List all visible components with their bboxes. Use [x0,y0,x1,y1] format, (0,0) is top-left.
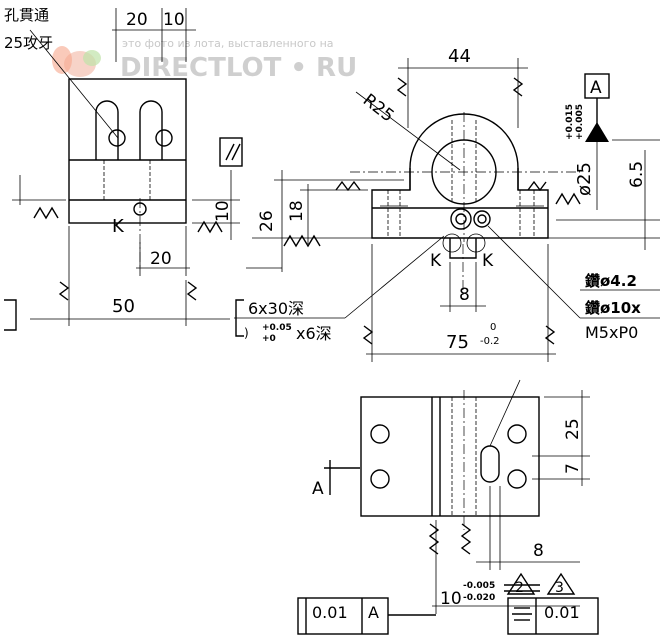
bottom-tol-lower: -0.020 [463,593,495,603]
surface-finish-icon [527,180,581,206]
surface-finish-icon [396,77,524,97]
front-note-drill-2: 鑽ø10x [585,299,641,317]
front-tol-lower: +0.005 [575,104,585,140]
datum-triangle-icon [585,122,609,142]
left-dim-width: 50 [112,296,135,317]
surface-finish-icon [33,206,59,220]
watermark-caption: это фото из лота, выставленного на [122,37,334,50]
front-datum-label: A [590,78,602,98]
bottom-tol-upper: -0.005 [463,581,495,591]
fcf-right-value: 0.01 [544,603,580,622]
front-note-cbore-2: x6深 [296,324,332,343]
left-view: 孔貫通 25攻牙 20 10 K 10 [4,6,243,331]
front-dim-6-5: 6.5 [627,161,647,188]
surface-finish-icon [58,281,198,301]
bottom-dim-7: 7 [563,463,583,474]
left-label-k: K [112,216,125,237]
revision-flag-icon [504,572,540,595]
surface-finish-icon [283,180,361,248]
front-note-cbore-1: 6x30深 [248,299,304,318]
front-label-k-right: K [482,251,494,271]
front-dim-26: 26 [257,210,277,232]
front-label-k-left: K [430,251,442,271]
front-view: 44 R25 K K [234,46,660,362]
bottom-datum-arrow: A [312,479,324,499]
front-dim-8: 8 [459,285,470,305]
front-base-tol-lower: -0.2 [480,336,500,347]
front-dim-75: 75 [446,332,469,353]
left-note-line1: 孔貫通 [4,6,49,24]
left-dim-offset: 20 [150,249,172,269]
front-note-thread: M5xP0 [585,323,638,342]
revision-flag-icon [546,572,576,595]
fcf-left-datum: A [368,603,379,622]
watermark-logo-icon [52,46,101,77]
front-base-tol-upper: 0 [490,322,496,333]
front-note-cbore-tol-lower: +0 [262,334,276,344]
front-dim-18: 18 [287,200,307,222]
fcf-left: 0.01 A [297,597,436,635]
front-note-drill-1: 鑽ø4.2 [585,272,637,290]
bottom-view: A 25 7 8 10 -0.005 -0.020 2 [297,379,599,635]
fcf-right: 0.01 [507,597,599,635]
bottom-flag-2: 2 [515,580,524,596]
watermark-brand: DIRECTLOT • RU [120,53,357,83]
bottom-dim-10: 10 [440,589,462,609]
surface-finish-icon [362,325,556,345]
left-dim-10: 10 [163,10,185,30]
surface-finish-icon [428,523,472,555]
symmetry-icon [512,607,532,621]
bottom-flag-3: 3 [555,580,564,596]
bottom-dim-25: 25 [563,418,583,440]
svg-text:): ) [244,326,249,340]
front-note-cbore-tol-upper: +0.05 [262,323,292,333]
left-dim-20: 20 [126,10,148,30]
watermark: это фото из лота, выставленного на DIREC… [52,37,357,83]
surface-finish-icon [197,220,223,234]
left-note-line2: 25攻牙 [4,34,53,52]
left-dim-height: 10 [213,200,233,222]
bottom-dim-8: 8 [533,541,544,561]
front-dim-44: 44 [448,46,471,67]
front-bore-dia: ø25 [574,162,595,196]
front-tol-upper: +0.015 [565,104,575,140]
fcf-left-value: 0.01 [312,603,348,622]
